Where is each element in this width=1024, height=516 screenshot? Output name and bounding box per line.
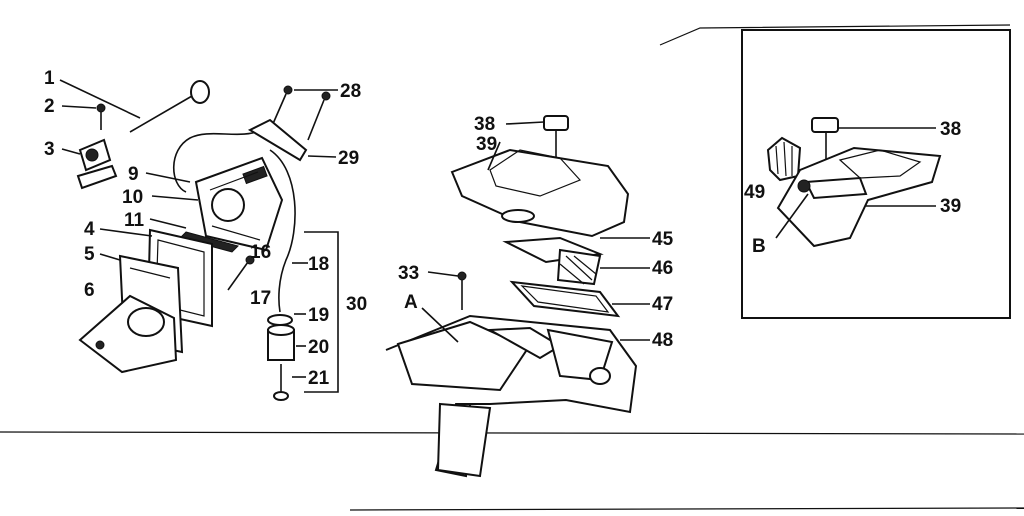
- callout-3: 3: [44, 139, 55, 160]
- callout-16: 16: [250, 242, 271, 263]
- bracket-30: [304, 231, 339, 393]
- callout-39-inset: 39: [940, 196, 961, 217]
- callout-10: 10: [122, 187, 143, 208]
- bracket-3: [76, 138, 118, 190]
- callout-39: 39: [476, 134, 497, 155]
- washer-19: [267, 314, 293, 326]
- gasket-11: [179, 231, 239, 253]
- callout-47: 47: [652, 294, 673, 315]
- top-cover-39: [450, 148, 630, 238]
- cover-ridge: [489, 149, 582, 197]
- callout-19: 19: [308, 305, 329, 326]
- callout-A: A: [404, 292, 418, 313]
- cover-39-inset: [776, 146, 942, 248]
- callout-33: 33: [398, 263, 419, 284]
- callout-6: 6: [84, 280, 95, 301]
- leaders-left: [59, 79, 338, 378]
- callout-2: 2: [44, 96, 55, 117]
- callout-30: 30: [346, 294, 367, 315]
- screw-17: [227, 255, 255, 291]
- pickup-21: [273, 364, 289, 401]
- carburetor-body: [194, 156, 284, 252]
- choke-rod: [129, 80, 210, 133]
- intake-flange: [78, 294, 178, 374]
- gasket-47: [509, 280, 621, 318]
- filter-49: [766, 136, 802, 182]
- filter-plate-29: [247, 118, 308, 162]
- inset-group: [766, 117, 942, 248]
- screw-2: [96, 103, 106, 130]
- callout-28: 28: [340, 81, 361, 102]
- callout-46: 46: [652, 258, 673, 279]
- base-housing-48: [385, 314, 638, 478]
- bolts-28: [271, 85, 331, 141]
- knob-38-inset: [811, 117, 839, 164]
- cover-clip: [501, 209, 535, 223]
- callout-4: 4: [84, 219, 95, 240]
- callout-49: 49: [744, 182, 765, 203]
- baseline-rule: [0, 431, 1024, 435]
- inset-frame: [741, 29, 1011, 319]
- callout-38: 38: [474, 114, 495, 135]
- filter-hatch: [559, 255, 597, 285]
- fuel-line-18: [269, 149, 296, 313]
- leaders-inset: [775, 127, 936, 239]
- screw-33: [457, 271, 467, 310]
- callout-1: 1: [44, 68, 55, 89]
- callout-21: 21: [308, 368, 330, 389]
- callout-labels: 1 2 3 9 10 11 4 5 6 16 17 18 19 20 21 28…: [44, 68, 961, 389]
- callout-17: 17: [250, 288, 271, 309]
- callout-18: 18: [308, 254, 329, 275]
- bottom-rule: [349, 507, 1024, 511]
- top-edge-line: [659, 24, 1011, 46]
- callout-48: 48: [652, 330, 673, 351]
- carburetor-group: [76, 80, 339, 401]
- callout-20: 20: [308, 337, 329, 358]
- leaders-middle: [421, 121, 650, 343]
- callout-38-inset: 38: [940, 119, 961, 140]
- callout-B: B: [752, 236, 766, 257]
- fuel-filter-20: [267, 324, 295, 361]
- callout-11: 11: [124, 210, 145, 231]
- cover-group: [385, 115, 638, 478]
- callout-45: 45: [652, 229, 674, 250]
- callout-9: 9: [128, 164, 139, 185]
- callout-29: 29: [338, 148, 359, 169]
- callout-5: 5: [84, 244, 95, 265]
- knob-38: [543, 115, 569, 158]
